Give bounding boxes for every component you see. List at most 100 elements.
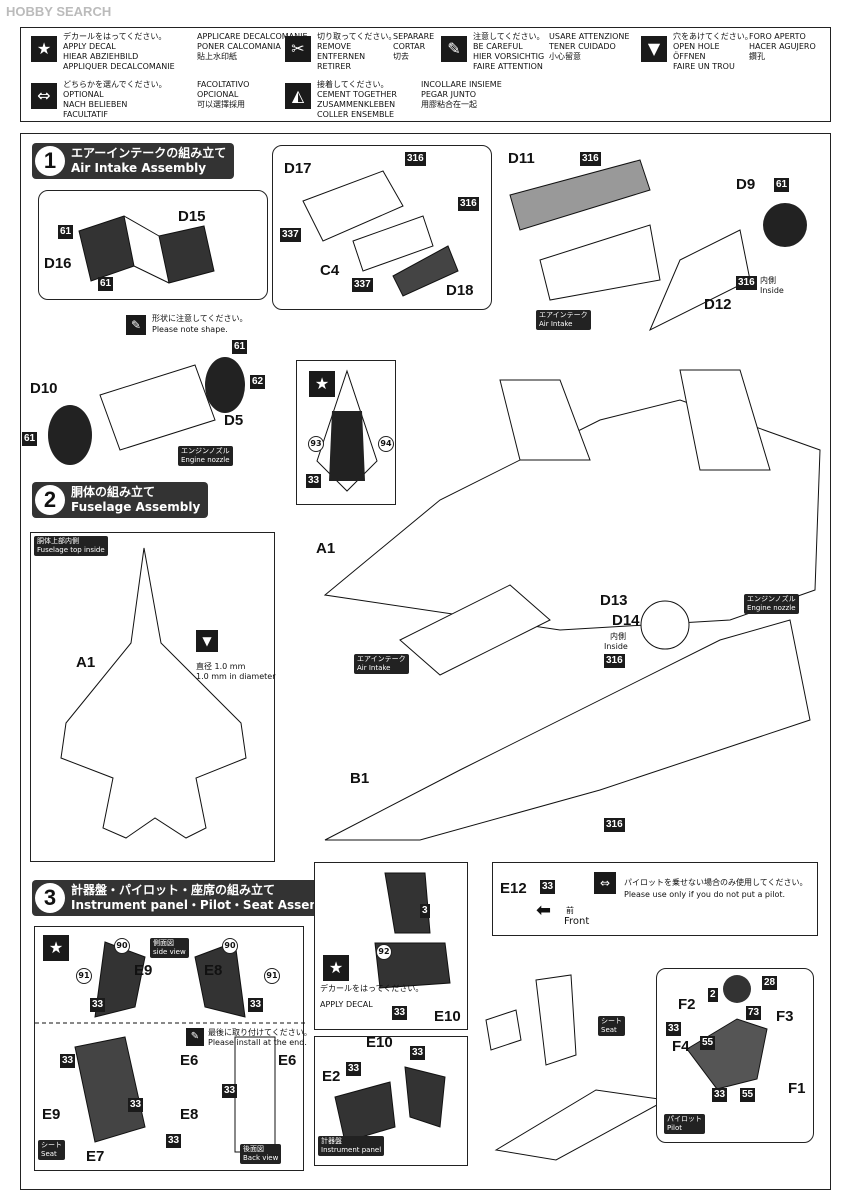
diameter-jp: 直径 1.0 mm [196, 662, 246, 671]
legend-optional-en: OPTIONAL [63, 90, 104, 99]
panel-drawing [374, 872, 451, 989]
color-316-e: 316 [604, 654, 625, 668]
arrow-left-icon: ⬅ [536, 900, 552, 921]
color-33-c: 33 [248, 998, 264, 1012]
color-33-h: 33 [392, 1006, 408, 1020]
legend-hole-fr: FAIRE UN TROU [673, 62, 735, 71]
optional-icon: ⇔ [31, 83, 57, 109]
legend-cement-en: CEMENT TOGETHER [317, 90, 397, 99]
decal-91-a: 91 [76, 968, 92, 984]
decal-91-b: 91 [264, 968, 280, 984]
caution-icon: ✎ [186, 1028, 204, 1046]
legend-careful-en: BE CAREFUL [473, 42, 523, 51]
install-last-en: Please install at the end. [208, 1038, 307, 1047]
color-316-a: 316 [405, 152, 426, 166]
color-316-b: 316 [458, 197, 479, 211]
color-73: 73 [746, 1006, 762, 1020]
color-55-a: 55 [700, 1036, 716, 1050]
color-33-i: 33 [410, 1046, 426, 1060]
part-d15: D15 [178, 208, 206, 225]
shape-note-en: Please note shape. [152, 325, 228, 334]
part-c4: C4 [320, 262, 340, 279]
color-28: 28 [762, 976, 778, 990]
color-33-f: 33 [128, 1098, 144, 1112]
part-f3: F3 [776, 1008, 794, 1025]
no-pilot-jp: パイロットを乗せない場合のみ使用してください。 [624, 878, 808, 887]
step3-number: 3 [35, 883, 65, 913]
caution-icon: ✎ [126, 315, 146, 335]
part-d13: D13 [600, 592, 628, 609]
drill-icon: ▼ [641, 36, 667, 62]
step1-title-en: Air Intake Assembly [71, 161, 207, 175]
step2-title-jp: 胴体の組み立て [71, 485, 156, 499]
color-33-j: 33 [346, 1062, 362, 1076]
watermark: HOBBY SEARCH [6, 4, 112, 19]
d15-d16-detail [38, 190, 268, 300]
legend-decal-jp: デカールをはってください。 [63, 32, 167, 41]
front-jp: 前 [566, 906, 574, 915]
legend-careful-it: USARE ATTENZIONE [549, 32, 630, 41]
legend-optional-es: OPCIONAL [197, 90, 239, 99]
apply-decal-jp: デカールをはってください。 [320, 984, 424, 993]
legend-cement-it: INCOLLARE INSIEME [421, 80, 502, 89]
legend-hole-jp: 穴をあけてください。 [673, 32, 753, 41]
shape-note-jp: 形状に注意してください。 [152, 314, 248, 323]
legend-decal-en: APPLY DECAL [63, 42, 116, 51]
inside-jp-b: 内側 [610, 632, 626, 641]
inside-en-b: Inside [604, 642, 628, 651]
color-33-m: 33 [712, 1088, 728, 1102]
color-33-k: 33 [540, 880, 556, 894]
color-3: 3 [420, 904, 430, 918]
part-d18: D18 [446, 282, 474, 299]
fuselage-top-detail [30, 532, 275, 862]
legend-hole-es: HACER AGUJERO [749, 42, 816, 51]
decal-90-b: 90 [222, 938, 238, 954]
part-e12: E12 [500, 880, 527, 897]
legend-careful-zh: 小心留意 [549, 52, 581, 61]
d17-c4-d18-drawing [302, 170, 459, 297]
color-61-e: 61 [774, 178, 790, 192]
legend-decal-es: PONER CALCOMANIA [197, 42, 281, 51]
d15-d16-drawing [78, 215, 215, 284]
part-d11: D11 [508, 150, 535, 167]
fuselage-top-drawing [60, 547, 247, 839]
color-2: 2 [708, 988, 718, 1002]
caution-icon: ✎ [441, 36, 467, 62]
part-a1-main: A1 [316, 540, 336, 557]
part-e2: E2 [322, 1068, 341, 1085]
star-icon: ★ [309, 371, 335, 397]
inside-jp-a: 内側 [760, 276, 776, 285]
legend-decal-zh: 貼上水印紙 [197, 52, 237, 61]
legend-careful-fr: FAIRE ATTENTION [473, 62, 543, 71]
part-e8-b: E8 [180, 1106, 199, 1123]
color-61-b: 61 [98, 277, 114, 291]
color-61-d: 61 [232, 340, 248, 354]
panel-assembly-drawing [334, 1066, 446, 1143]
legend-remove-en: REMOVE [317, 42, 352, 51]
diameter-en: 1.0 mm in diameter [196, 672, 276, 681]
color-33-d: 33 [60, 1054, 76, 1068]
legend-decal-de: HIEAR ABZIEHBILD [63, 52, 139, 61]
legend-hole-de: ÖFFNEN [673, 52, 706, 61]
color-33-e: 33 [222, 1084, 238, 1098]
legend-careful-es: TENER CUIDADO [549, 42, 616, 51]
legend-hole-en: OPEN HOLE [673, 42, 720, 51]
part-d5: D5 [224, 412, 244, 429]
legend-cement-es: PEGAR JUNTO [421, 90, 477, 99]
legend-decal-it: APPLICARE DECALCOMANIE [197, 32, 308, 41]
color-337-a: 337 [280, 228, 301, 242]
color-316-f: 316 [604, 818, 625, 832]
legend-remove-zh: 切去 [393, 52, 409, 61]
legend-cement-de: ZUSAMMENKLEBEN [317, 100, 396, 109]
legend-box: ★ デカールをはってください。 APPLY DECAL HIEAR ABZIEH… [20, 27, 831, 122]
step3-header: 3 計器盤・パイロット・座席の組み立て Instrument panel・Pil… [32, 880, 351, 916]
part-e9: E9 [134, 962, 153, 979]
color-33-l: 33 [666, 1022, 682, 1036]
part-b1: B1 [350, 770, 370, 787]
part-e10: E10 [434, 1008, 461, 1025]
part-d16: D16 [44, 255, 72, 272]
